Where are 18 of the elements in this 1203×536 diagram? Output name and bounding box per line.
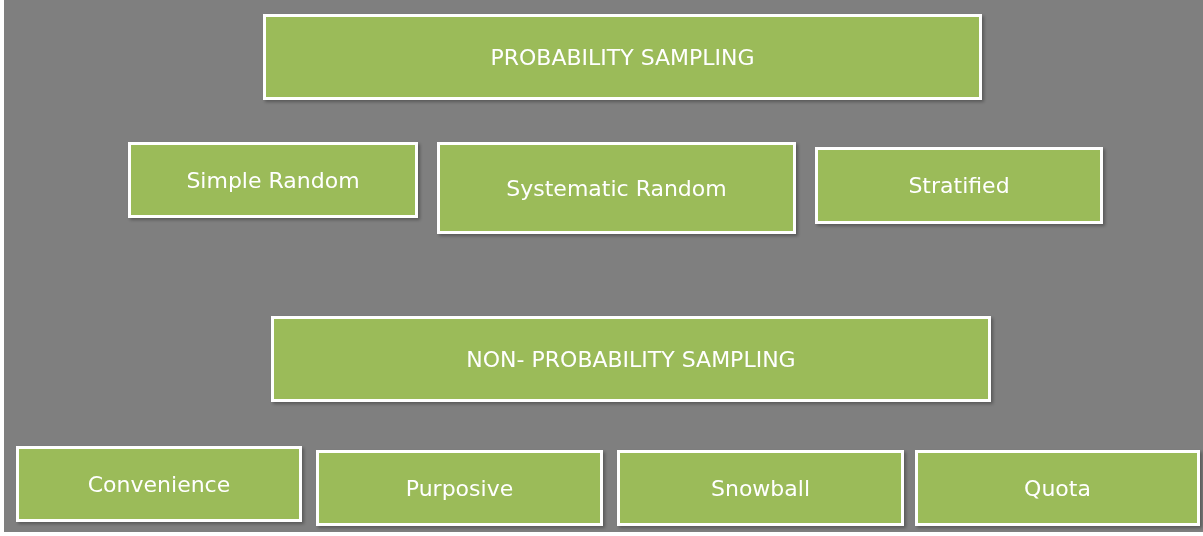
box-label: Quota <box>1024 475 1091 501</box>
box-label: PROBABILITY SAMPLING <box>490 44 755 70</box>
box-label: Stratified <box>908 173 1010 198</box>
category-box <box>271 316 991 402</box>
box-label: Systematic Random <box>506 175 727 201</box>
category-box <box>915 450 1200 526</box>
box-label: Convenience <box>87 471 231 497</box>
box-label: Snowball <box>710 475 810 501</box>
category-box <box>263 14 982 100</box>
box-label: Simple Random <box>186 167 360 193</box>
box-label: Purposive <box>405 475 514 501</box>
category-box <box>16 446 302 522</box>
category-box <box>437 142 796 234</box>
category-box <box>316 450 603 526</box>
category-box <box>815 147 1103 224</box>
category-box <box>617 450 904 526</box>
category-box <box>128 142 418 218</box>
box-label: NON- PROBABILITY SAMPLING <box>466 346 796 372</box>
